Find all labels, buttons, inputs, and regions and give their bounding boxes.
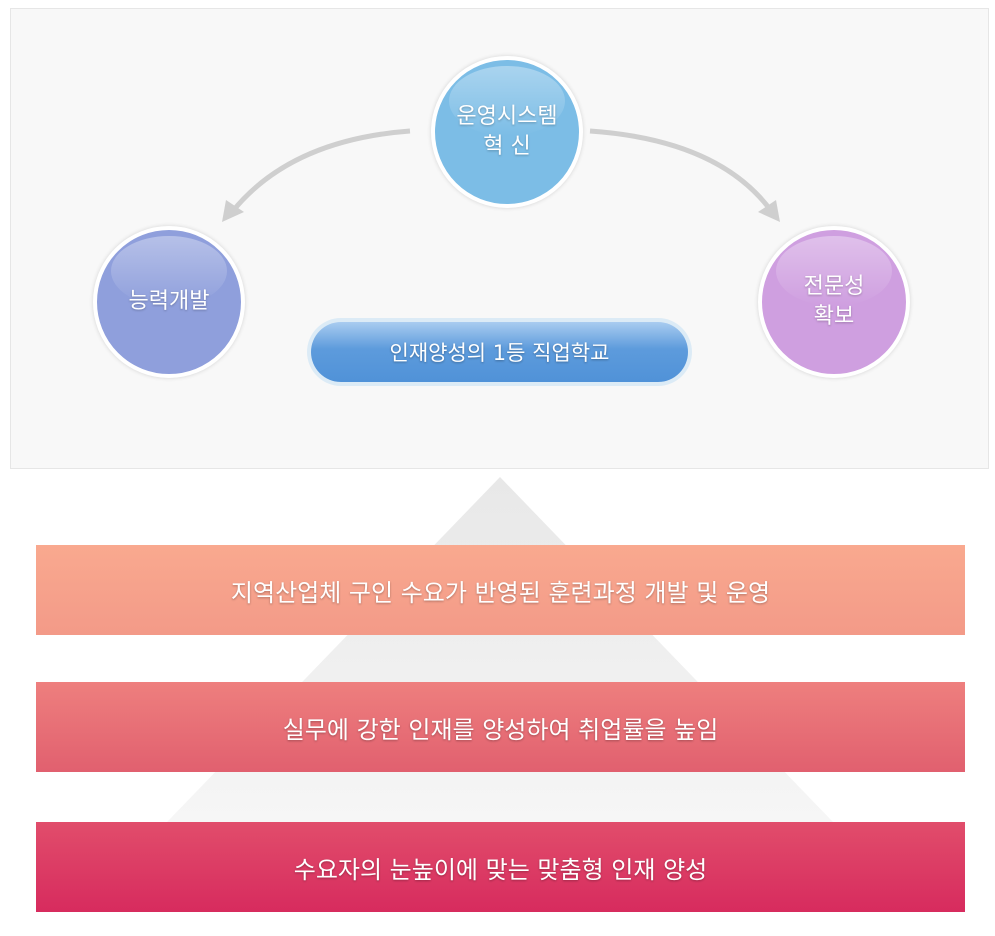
arrowhead-left-icon	[222, 200, 244, 222]
arrow-right-icon	[589, 128, 775, 214]
pyramid-level-2: 실무에 강한 인재를 양성하여 취업률을 높임	[36, 682, 965, 772]
circle-operation-innovation: 운영시스템 혁 신	[431, 56, 583, 208]
circle-right-line1: 전문성	[803, 274, 865, 299]
arrow-left-icon	[230, 128, 411, 214]
center-pill-label: 인재양성의 1등 직업학교	[311, 322, 688, 382]
circle-left-line1: 능력개발	[128, 289, 210, 314]
arrowhead-right-icon	[758, 200, 780, 222]
pyramid-level-2-text: 실무에 강한 인재를 양성하여 취업률을 높임	[282, 715, 719, 744]
pyramid-level-1: 지역산업체 구인 수요가 반영된 훈련과정 개발 및 운영	[36, 545, 965, 635]
pyramid-level-3: 수요자의 눈높이에 맞는 맞춤형 인재 양성	[36, 822, 965, 912]
cycle-arrows	[222, 128, 780, 222]
pyramid-level-3-text: 수요자의 눈높이에 맞는 맞춤형 인재 양성	[293, 855, 708, 884]
circle-top-line1: 운영시스템	[456, 104, 558, 129]
circle-expertise: 전문성 확보	[758, 226, 910, 378]
pyramid-level-1-text: 지역산업체 구인 수요가 반영된 훈련과정 개발 및 운영	[230, 578, 771, 607]
pyramid-triangle	[140, 477, 860, 850]
circle-top-line2: 혁 신	[483, 134, 531, 159]
center-pill: 인재양성의 1등 직업학교	[307, 318, 692, 386]
circle-right-line2: 확보	[813, 304, 855, 329]
circle-capability-development: 능력개발	[93, 226, 245, 378]
